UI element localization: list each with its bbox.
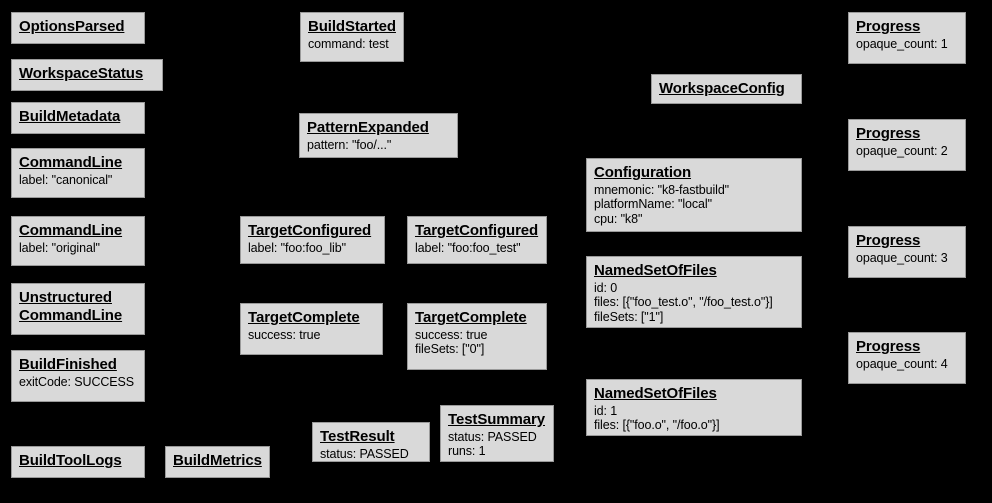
node-field: pattern: "foo/...": [307, 137, 392, 152]
node-field: status: PASSED: [448, 429, 537, 444]
node-fields: label: "canonical": [19, 173, 138, 188]
node-title: BuildMetadata: [19, 108, 121, 125]
node-field: label: "foo:foo_lib": [248, 240, 346, 255]
node-build-metrics[interactable]: BuildMetrics: [165, 446, 270, 478]
node-title: TestResult: [320, 428, 395, 445]
node-fields: opaque_count: 2: [856, 144, 959, 159]
node-title: TargetConfigured: [415, 222, 539, 239]
node-title: TargetConfigured: [248, 222, 372, 239]
node-fields: label: "foo:foo_lib": [248, 241, 378, 256]
node-title: Unstructured CommandLine: [19, 289, 123, 324]
node-field: fileSets: ["1"]: [594, 310, 664, 325]
node-workspace-config[interactable]: WorkspaceConfig: [651, 74, 802, 104]
node-field: id: 0: [594, 280, 618, 295]
node-field: opaque_count: 1: [856, 36, 948, 51]
node-title: TargetComplete: [415, 309, 527, 326]
node-title: TestSummary: [448, 411, 545, 428]
node-field: opaque_count: 4: [856, 356, 948, 371]
node-title: Configuration: [594, 164, 692, 181]
node-field: label: "canonical": [19, 172, 113, 187]
node-title: Progress: [856, 338, 921, 355]
node-fields: mnemonic: "k8-fastbuild"platformName: "l…: [594, 183, 795, 227]
node-field: command: test: [308, 36, 389, 51]
node-field: mnemonic: "k8-fastbuild": [594, 182, 730, 197]
node-fields: status: PASSED: [320, 447, 423, 462]
node-field: opaque_count: 3: [856, 250, 948, 265]
node-fields: success: true: [248, 328, 376, 343]
node-field: success: true: [248, 327, 321, 342]
node-field: files: [{"foo.o", "/foo.o"}]: [594, 418, 720, 433]
node-field: platformName: "local": [594, 197, 712, 212]
node-title: WorkspaceConfig: [659, 80, 785, 97]
node-field: label: "original": [19, 240, 100, 255]
node-field: runs: 1: [448, 444, 486, 459]
node-fields: pattern: "foo/...": [307, 138, 451, 153]
node-title: Progress: [856, 125, 921, 142]
node-fields: exitCode: SUCCESS: [19, 375, 138, 390]
node-fields: opaque_count: 1: [856, 37, 959, 52]
node-field: id: 1: [594, 403, 618, 418]
node-field: success: true: [415, 327, 488, 342]
node-options-parsed[interactable]: OptionsParsed: [11, 12, 145, 44]
node-title: NamedSetOfFiles: [594, 262, 717, 279]
node-build-metadata[interactable]: BuildMetadata: [11, 102, 145, 134]
node-title: PatternExpanded: [307, 119, 429, 136]
node-field: exitCode: SUCCESS: [19, 374, 135, 389]
node-title: BuildToolLogs: [19, 452, 122, 469]
node-title: NamedSetOfFiles: [594, 385, 717, 402]
node-field: fileSets: ["0"]: [415, 342, 485, 357]
node-fields: label: "foo:foo_test": [415, 241, 540, 256]
node-field: status: PASSED: [320, 446, 409, 461]
node-title: WorkspaceStatus: [19, 65, 144, 82]
node-title: Progress: [856, 18, 921, 35]
node-title: BuildStarted: [308, 18, 396, 35]
node-build-tool-logs[interactable]: BuildToolLogs: [11, 446, 145, 478]
node-unstructured-command-line[interactable]: Unstructured CommandLine: [11, 283, 145, 335]
node-fields: label: "original": [19, 241, 138, 256]
node-title: CommandLine: [19, 154, 123, 171]
node-title: OptionsParsed: [19, 18, 125, 35]
node-workspace-status[interactable]: WorkspaceStatus: [11, 59, 163, 91]
node-field: cpu: "k8": [594, 212, 643, 227]
node-title: BuildMetrics: [173, 452, 262, 469]
node-field: opaque_count: 2: [856, 143, 948, 158]
node-field: label: "foo:foo_test": [415, 240, 521, 255]
node-title: Progress: [856, 232, 921, 249]
node-title: CommandLine: [19, 222, 123, 239]
node-fields: opaque_count: 3: [856, 251, 959, 266]
node-field: files: [{"foo_test.o", "/foo_test.o"}]: [594, 295, 773, 310]
node-fields: opaque_count: 4: [856, 357, 959, 372]
node-fields: command: test: [308, 37, 397, 52]
node-title: TargetComplete: [248, 309, 360, 326]
node-title: BuildFinished: [19, 356, 117, 373]
